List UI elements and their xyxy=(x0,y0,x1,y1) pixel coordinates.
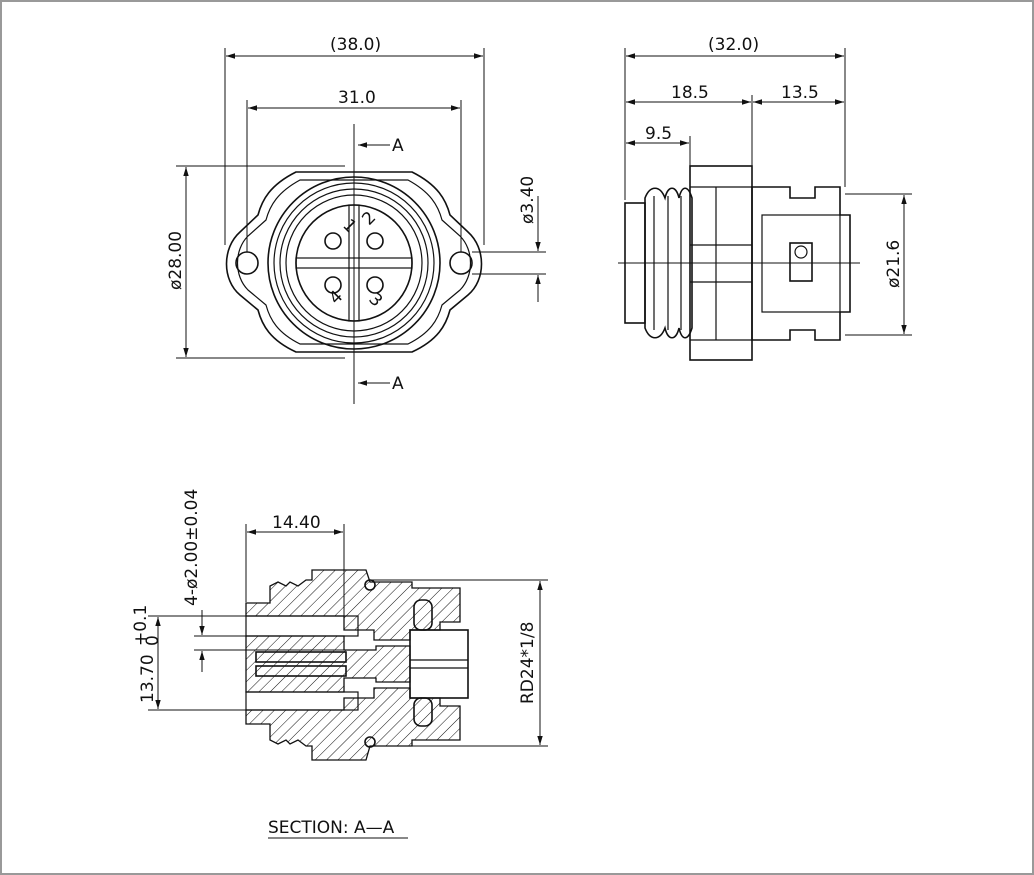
section-view: 14.40 4-ø2.00±0.04 13.70 +0.1 0 RD24*1/8… xyxy=(131,489,548,839)
section-body-lower xyxy=(245,687,461,761)
set-screw-head xyxy=(794,245,808,259)
pin-1 xyxy=(324,232,342,250)
contact-pin-upper xyxy=(255,651,347,663)
dim-diameter: ø28.00 xyxy=(166,231,186,290)
dim-pitch-tol-lower: 0 xyxy=(143,635,163,646)
dim-pitch-tol-upper: +0.1 xyxy=(131,605,151,646)
section-body-upper xyxy=(245,569,461,641)
dim-hole-spacing: 31.0 xyxy=(338,88,376,108)
rear-contacts xyxy=(409,629,469,699)
pin-3 xyxy=(366,276,384,294)
set-screw-upper xyxy=(413,599,433,631)
pin-2 xyxy=(366,232,384,250)
dim-depth: 14.40 xyxy=(272,513,321,533)
dim-overall-length: (32.0) xyxy=(708,35,759,55)
set-screw xyxy=(789,242,813,282)
pin-label-1: 1 xyxy=(338,215,360,237)
dim-thread-spec: RD24*1/8 xyxy=(518,622,538,704)
section-marker-bottom: A xyxy=(392,374,404,394)
dim-pitch: 13.70 xyxy=(138,654,158,703)
section-caption: SECTION: A—A xyxy=(268,818,395,838)
pin-4 xyxy=(324,276,342,294)
pin-label-2: 2 xyxy=(358,208,380,230)
pin-label-4: 4 xyxy=(325,287,347,309)
rear-section xyxy=(751,186,851,341)
mounting-hole-left xyxy=(235,251,259,275)
contact-pin-lower xyxy=(255,665,347,677)
pin-label-3: 3 xyxy=(364,289,386,311)
side-view: (32.0) 18.5 13.5 9.5 ø21.6 xyxy=(618,35,912,361)
dim-front-part: 18.5 xyxy=(671,83,709,103)
dim-pin-diameter: 4-ø2.00±0.04 xyxy=(182,489,202,606)
contact-channel-2 xyxy=(245,691,359,711)
thread-profile xyxy=(644,187,693,339)
mounting-hole-right xyxy=(449,251,473,275)
o-ring-lower xyxy=(364,736,376,748)
flange-inner-outline xyxy=(237,179,471,345)
section-marker-top: A xyxy=(392,136,404,156)
dim-rear-part: 13.5 xyxy=(781,83,819,103)
set-screw-lower xyxy=(413,697,433,727)
contact-channel-1 xyxy=(245,615,359,637)
flange-outline xyxy=(225,171,483,353)
dim-overall-width: (38.0) xyxy=(330,35,381,55)
section-body-middle xyxy=(245,635,411,693)
dim-rear-diameter: ø21.6 xyxy=(884,240,904,288)
dim-thread: 9.5 xyxy=(645,124,672,144)
front-view: 1 2 3 4 A A (38.0) 31.0 ø28.00 ø3.40 xyxy=(166,35,546,404)
dim-hole-diameter: ø3.40 xyxy=(518,176,538,224)
